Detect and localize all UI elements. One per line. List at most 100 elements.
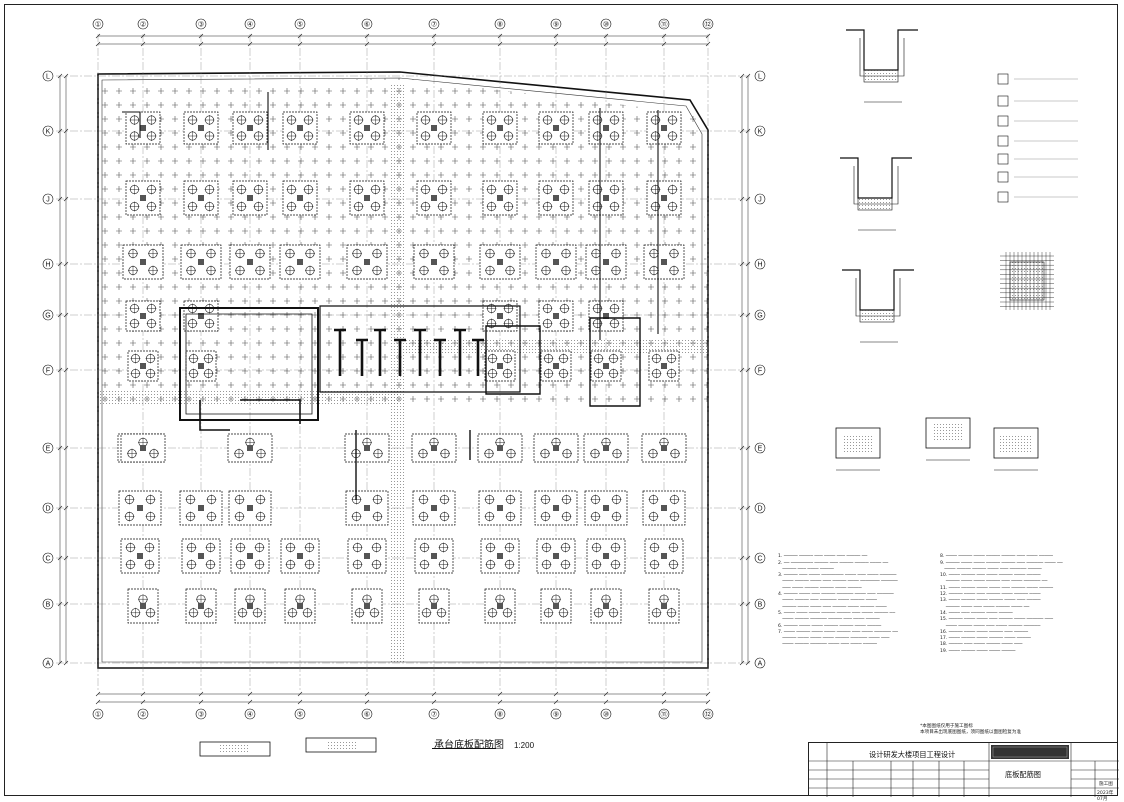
pile-cross	[559, 318, 570, 329]
dimension-tick	[553, 41, 559, 47]
column-section	[297, 195, 303, 201]
section-detail-outline	[846, 29, 918, 71]
grid-label-col: ⑫	[705, 710, 712, 718]
pile-cross	[439, 248, 449, 259]
grid-bubble-row	[42, 442, 54, 454]
grid-label-col: ⑨	[553, 20, 559, 28]
dimension-tick	[431, 699, 437, 705]
pile-cross	[370, 201, 381, 212]
pile-cross	[611, 248, 621, 259]
dimension-tick	[705, 691, 711, 697]
grid-label-col: ⑨	[553, 710, 559, 718]
column-section	[553, 603, 559, 609]
pile-cross	[421, 607, 432, 618]
pile-cross	[285, 265, 295, 276]
column-section	[497, 505, 503, 511]
pile-cross	[286, 201, 297, 212]
pile-cross	[485, 559, 496, 570]
pile-cap	[482, 111, 518, 145]
column-section	[247, 603, 253, 609]
grid-label-col: ⑩	[603, 20, 609, 28]
dimension-tick	[661, 699, 667, 705]
dimension-tick	[603, 691, 609, 697]
pile-cross	[486, 201, 497, 212]
pile-cross	[593, 368, 604, 379]
column-section	[661, 553, 667, 559]
elevator-pit	[485, 325, 541, 395]
grid-bubble-col	[244, 708, 256, 720]
column-section	[198, 125, 204, 131]
column-section	[603, 505, 609, 511]
legend-symbol	[997, 73, 1009, 85]
pile-cross	[204, 201, 215, 212]
grid-label-row: K	[758, 128, 763, 135]
pile-cross	[440, 448, 450, 459]
pile-cross	[419, 542, 430, 553]
pile-cross	[234, 494, 245, 505]
pile-cross	[145, 607, 156, 618]
pile-cross	[187, 184, 198, 195]
pile-cross	[612, 448, 622, 459]
side-note-line-2: 本项目未出现底图图纸，须同图纸以面图检复为准	[920, 730, 1022, 736]
dimension-tick	[705, 41, 711, 47]
dimension-tick	[198, 33, 204, 39]
grid-label-row: H	[45, 261, 50, 268]
core-wall-pier	[414, 328, 426, 376]
small-detail	[305, 737, 377, 753]
pile-cross	[128, 248, 138, 259]
pile-cross	[609, 115, 620, 125]
pile-cross	[352, 542, 363, 553]
pile-cross	[302, 607, 313, 618]
dimension-tick	[247, 691, 253, 697]
core-wall-pier	[434, 338, 446, 376]
column-section	[661, 445, 667, 451]
grid-label-row: D	[45, 505, 50, 512]
dimension-tick	[297, 699, 303, 705]
slab-step-line	[122, 92, 659, 340]
joint-strip-horizontal-left	[100, 390, 400, 404]
column-section	[603, 259, 609, 265]
column-section	[553, 125, 559, 131]
pile-cross	[485, 542, 496, 553]
pile-cross	[304, 542, 315, 553]
pile-cross	[420, 201, 431, 212]
core-wall-pier	[374, 328, 386, 376]
dimension-tick	[745, 660, 751, 666]
pile-cross	[255, 265, 265, 276]
pile-cross	[419, 559, 430, 570]
column-section	[198, 553, 204, 559]
column-section	[497, 553, 503, 559]
dimension-tick	[497, 699, 503, 705]
grid-bubble-col	[195, 18, 207, 30]
pile-cross	[373, 448, 383, 459]
pile-cross	[206, 494, 217, 505]
pile-cross	[186, 248, 196, 259]
pile-cross	[561, 494, 572, 505]
pile-cross	[561, 265, 571, 276]
column-section	[364, 195, 370, 201]
grid-bubble-col	[550, 708, 562, 720]
dimension-tick	[745, 367, 751, 373]
pile-cross	[559, 184, 570, 195]
grid-label-col: ⑫	[705, 20, 712, 28]
pile-cross	[541, 248, 551, 259]
stair-pit	[589, 317, 641, 407]
pile-cross	[418, 494, 429, 505]
grid-label-row: E	[46, 445, 51, 452]
column-section	[297, 553, 303, 559]
pile-cross	[666, 353, 677, 364]
column-section	[140, 363, 146, 369]
grid-label-col: ⑪	[661, 20, 668, 28]
pile-cross	[659, 594, 669, 605]
dimension-tick	[247, 699, 253, 705]
grid-label-col: ⑩	[603, 710, 609, 718]
pile-cap	[282, 111, 318, 145]
grid-bubble-row	[754, 442, 766, 454]
column-section	[247, 125, 253, 131]
dimension-tick	[745, 555, 751, 561]
pile-cross	[503, 303, 514, 314]
pile-cross	[145, 511, 156, 522]
pile-cross	[418, 448, 428, 459]
dimension-tick	[63, 312, 69, 318]
